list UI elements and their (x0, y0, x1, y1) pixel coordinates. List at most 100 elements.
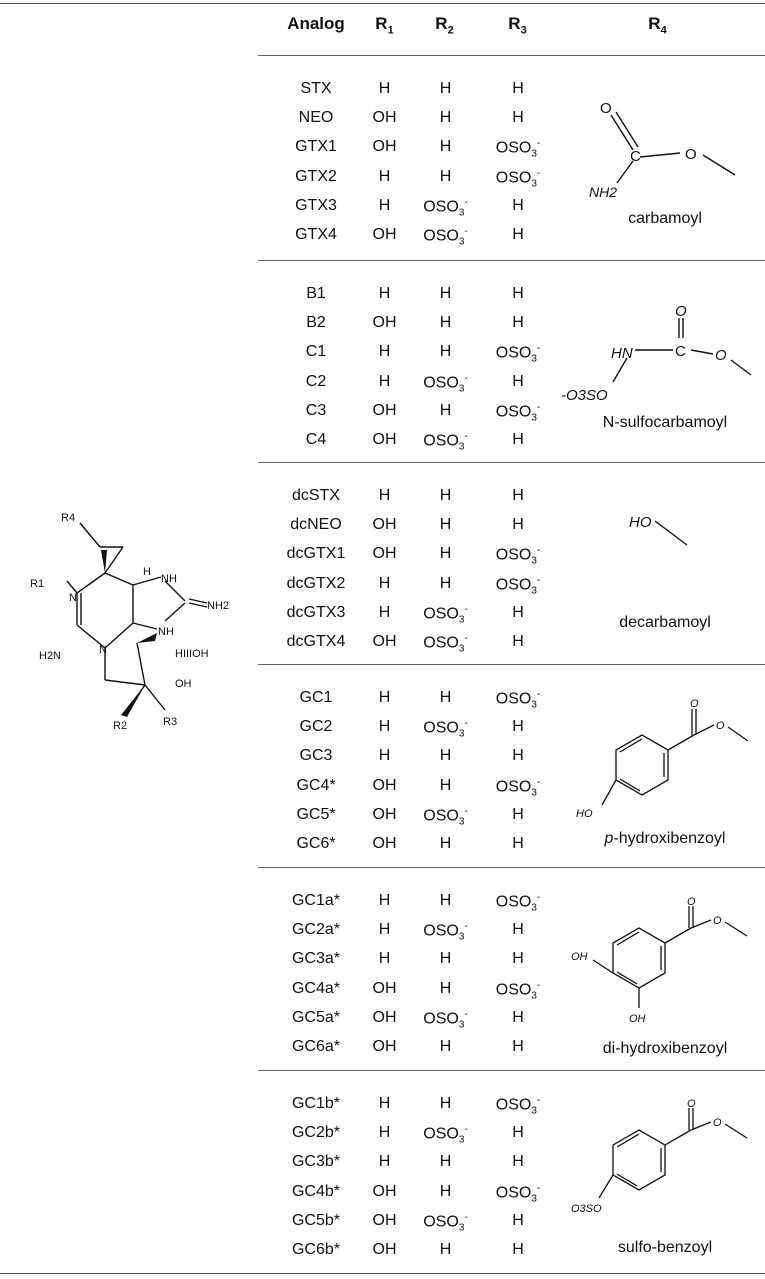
cell-analog: B2 (306, 314, 326, 332)
cell-r1: OH (372, 633, 397, 650)
cell-r3: H (512, 921, 524, 939)
cell-r2: OSO3- (423, 431, 468, 453)
header-r3: R3 (508, 14, 527, 37)
cell-r3: H (512, 372, 524, 390)
cell-r3: OSO3- (495, 1182, 541, 1205)
cell-r3: OSO3- (495, 167, 541, 190)
r4-name-sulfo-benzoyl: sulfo-benzoyl (617, 1239, 713, 1256)
di-hydroxibenzoyl-structure: O O OH OH (571, 896, 748, 1025)
svg-text:HIIIOH: HIIIOH (175, 648, 209, 660)
cell-r2: H (439, 574, 452, 592)
cell-r1: OH (372, 109, 397, 127)
cell-r2: OSO3- (423, 805, 468, 828)
cell-r2: H (439, 80, 452, 97)
svg-text:O: O (716, 720, 725, 732)
cell-r3: H (512, 516, 524, 534)
cell-r2: H (439, 401, 452, 419)
cell-analog: dcGTX1 (286, 545, 346, 563)
r4-name-di-hydroxibenzoyl: di-hydroxibenzoyl (602, 1040, 728, 1057)
cell-r2: H (439, 689, 452, 706)
cell-analog: GC1a* (291, 892, 341, 909)
cell-r2: OSO3- (423, 633, 468, 655)
cell-analog: NEO (298, 109, 334, 127)
cell-r2: H (439, 1182, 452, 1200)
cell-r3: OSO3- (495, 979, 541, 1002)
cell-r2: H (439, 950, 452, 968)
cell-r2: H (439, 1095, 452, 1112)
cell-r1: H (378, 689, 391, 706)
cell-analog: B1 (306, 285, 326, 302)
cell-analog: dcGTX3 (286, 603, 346, 621)
cell-analog: GC1b* (291, 1095, 341, 1112)
cell-analog: C4 (305, 431, 327, 448)
cell-r1: H (378, 80, 391, 97)
cell-r1: H (378, 950, 391, 968)
cell-r1: OH (372, 516, 397, 534)
cell-r3: H (512, 196, 524, 214)
cell-analog: GTX1 (295, 138, 337, 156)
cell-r1: H (378, 196, 391, 214)
cell-r3: OSO3- (495, 401, 541, 424)
cell-r1: OH (372, 805, 397, 823)
cell-analog: dcSTX (291, 487, 340, 504)
group-divider (258, 260, 765, 261)
decarbamoyl-structure: HO (629, 514, 688, 546)
cell-r1: H (378, 921, 391, 939)
cell-r3: H (512, 285, 524, 302)
cell-r2: H (439, 1038, 452, 1055)
svg-text:HO: HO (576, 808, 593, 820)
cell-r3: OSO3- (495, 776, 541, 799)
cell-r2: H (439, 487, 452, 504)
svg-text:O: O (687, 1098, 696, 1110)
svg-text:HO: HO (629, 514, 652, 531)
cell-r1: H (378, 747, 391, 765)
group-divider (258, 462, 765, 463)
sulfo-benzoyl-structure: O O O3SO (571, 1098, 748, 1215)
svg-text:O: O (713, 1117, 722, 1129)
r4-name-decarbamoyl: decarbamoyl (619, 614, 711, 631)
cell-r2: H (439, 138, 452, 156)
cell-r2: H (439, 776, 452, 794)
cell-analog: GC5* (296, 805, 336, 823)
cell-analog: STX (300, 80, 332, 97)
cell-r3: H (512, 1153, 524, 1171)
cell-analog: GC4b* (291, 1182, 341, 1200)
cell-r3: H (512, 835, 524, 852)
cell-r1: H (378, 1124, 391, 1142)
svg-text:N: N (69, 592, 77, 604)
cell-r1: OH (372, 226, 397, 243)
cell-r1: H (378, 892, 391, 909)
cell-r1: OH (372, 1241, 397, 1258)
bottom-rule (0, 1273, 765, 1274)
svg-text:O: O (675, 303, 687, 320)
cell-r3: OSO3- (495, 574, 541, 597)
p-hydroxibenzoyl-structure: O O HO (576, 698, 749, 820)
cell-r2: OSO3- (423, 226, 468, 248)
cell-r3: OSO3- (495, 343, 541, 365)
svg-text:NH2: NH2 (589, 184, 617, 200)
cell-r3: H (512, 314, 524, 332)
top-rule (0, 3, 765, 4)
cell-r3: OSO3- (495, 138, 541, 160)
cell-analog: dcGTX4 (286, 633, 346, 650)
cell-r1: OH (372, 1211, 397, 1229)
svg-text:NH: NH (161, 573, 177, 585)
cell-r2: OSO3- (423, 1211, 468, 1234)
cell-analog: C2 (305, 372, 327, 390)
cell-r3: OSO3- (495, 892, 541, 914)
n-sulfocarbamoyl-structure: O C O HN -O3SO (561, 303, 752, 404)
cell-analog: GC5b* (291, 1211, 341, 1229)
cell-r2: H (439, 747, 452, 765)
cell-analog: GC4* (296, 776, 336, 794)
cell-r1: OH (372, 314, 397, 332)
cell-analog: GC1 (299, 689, 333, 706)
cell-r2: OSO3- (423, 196, 468, 219)
cell-r2: OSO3- (423, 1008, 468, 1031)
cell-r1: OH (372, 545, 397, 563)
svg-text:O: O (715, 347, 727, 364)
cell-r1: H (378, 603, 391, 621)
cell-analog: GC3 (299, 747, 333, 765)
cell-r3: H (512, 1211, 524, 1229)
cell-r3: H (512, 80, 524, 97)
group-divider (258, 1070, 765, 1071)
